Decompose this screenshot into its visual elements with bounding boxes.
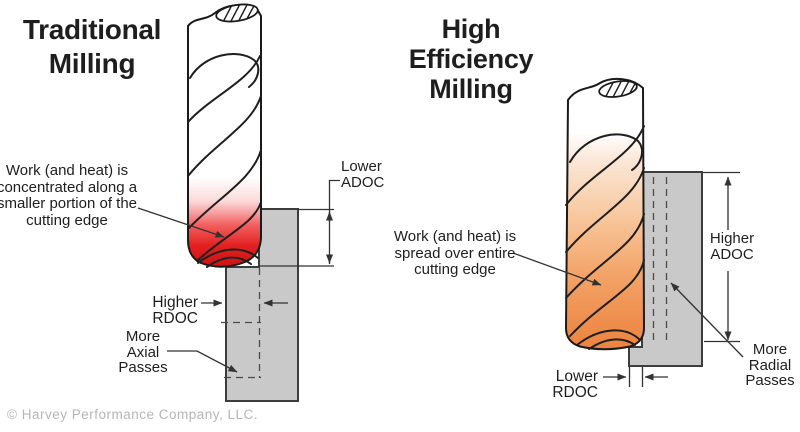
higher-adoc-label: Higher ADOC [709,230,755,263]
lower-rdoc-label: Lower RDOC [552,368,598,401]
more-axial-passes-label: More Axial Passes [118,328,168,376]
higher-rdoc-label: Higher RDOC [152,294,198,327]
lower-adoc-label: Lower ADOC [341,158,385,191]
adoc-label-bracket [328,179,340,264]
shank-break-symbol [215,1,259,25]
traditional-milling-title: Traditional Milling [22,14,162,79]
flute-lines [565,125,645,350]
traditional-dimension-lines [137,179,340,373]
hem-end-mill [565,77,645,351]
heat-leader-arrow [137,207,225,238]
axial-passes-leader-arrow [167,350,238,373]
traditional-axial-pass-dashed-lines [221,268,261,379]
traditional-heat-label: Work (and heat) is concentrated along a … [0,162,138,229]
more-radial-passes-label: More Radial Passes [745,341,795,389]
hem-radial-pass-dashed-lines [652,177,668,344]
hem-workpiece [628,171,703,367]
hem-dimension-lines [512,171,744,387]
high-efficiency-milling-title: High Efficiency Milling [408,14,534,104]
heat-leader-arrow [512,252,602,286]
shank-break-symbol [598,78,638,100]
hem-heat-label: Work (and heat) is spread over entire cu… [393,228,517,278]
radial-passes-leader-arrow [670,282,744,358]
flute-lines [187,53,262,268]
traditional-end-mill [187,1,262,268]
copyright-watermark: © Harvey Performance Company, LLC. [7,407,259,422]
